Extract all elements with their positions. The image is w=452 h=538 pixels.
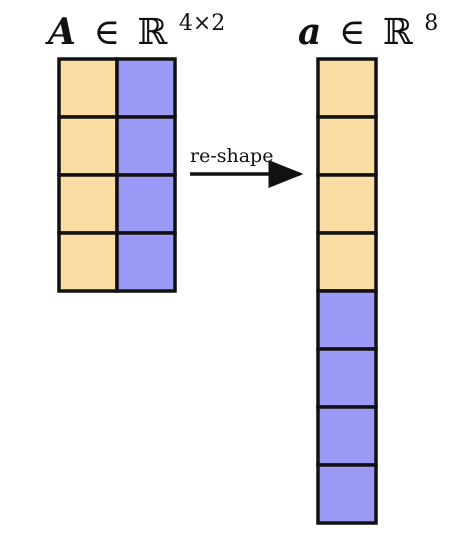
vector-cell — [316, 347, 378, 409]
matrix-a-title: A ∈ ℝ 4×2 — [45, 11, 225, 53]
reshape-arrow: re-shape — [190, 145, 304, 188]
matrix-cell — [57, 173, 119, 235]
vector-cell — [316, 115, 378, 177]
vector-a-grid — [316, 57, 378, 525]
matrix-cell — [115, 231, 177, 293]
matrix-a-symbol: A — [45, 11, 76, 53]
matrix-cell — [115, 115, 177, 177]
vector-cell — [316, 173, 378, 235]
vector-a-relation: ∈ — [339, 12, 366, 53]
vector-cell — [316, 289, 378, 351]
vector-a-space: ℝ — [383, 12, 414, 53]
matrix-a-relation: ∈ — [93, 12, 120, 53]
vector-a-title: a ∈ ℝ 8 — [298, 11, 438, 53]
matrix-cell — [115, 57, 177, 119]
vector-cell — [316, 57, 378, 119]
matrix-a-space: ℝ — [138, 12, 169, 53]
vector-a-symbol: a — [298, 11, 321, 53]
vector-cell — [316, 463, 378, 525]
matrix-cell — [115, 173, 177, 235]
vector-cell — [316, 231, 378, 293]
matrix-a-superscript: 4×2 — [179, 11, 225, 36]
vector-a-superscript: 8 — [424, 11, 438, 36]
vector-cell — [316, 405, 378, 467]
arrow-label: re-shape — [190, 145, 273, 167]
matrix-cell — [57, 115, 119, 177]
matrix-cell — [57, 57, 119, 119]
matrix-a-grid — [57, 57, 177, 293]
matrix-cell — [57, 231, 119, 293]
